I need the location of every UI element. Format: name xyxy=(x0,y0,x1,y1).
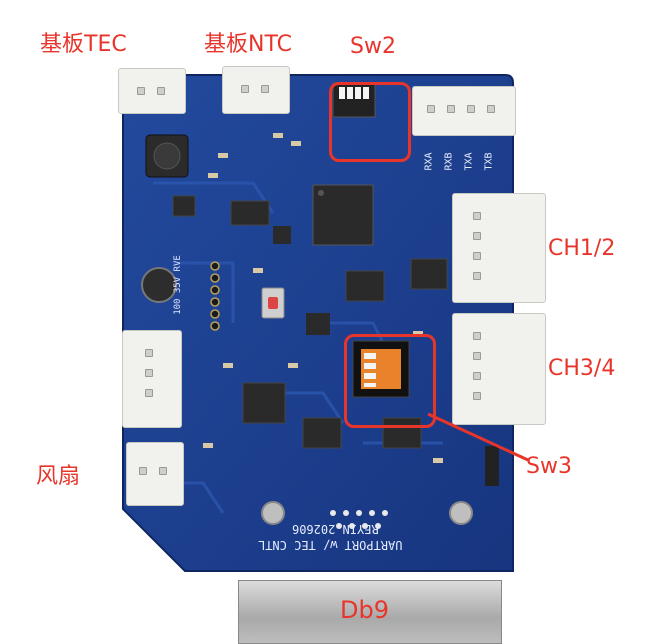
label-db9: Db9 xyxy=(340,596,389,624)
ch12-connector xyxy=(452,193,546,303)
label-fan: 风扇 xyxy=(36,464,81,489)
sw3-highlight-box xyxy=(344,334,436,428)
label-sw2: Sw2 xyxy=(350,34,396,59)
side-connector xyxy=(122,330,182,428)
db9-connector xyxy=(238,580,502,644)
label-substrate-tec: 基板TEC xyxy=(40,32,127,57)
pcb-board xyxy=(122,74,514,572)
label-sw3: Sw3 xyxy=(526,454,572,479)
sw2-highlight-box xyxy=(329,82,411,162)
tec-connector xyxy=(118,68,186,114)
fan-connector xyxy=(126,442,184,506)
ntc-connector xyxy=(222,66,290,114)
uart-connector-top xyxy=(412,86,516,136)
ch34-connector xyxy=(452,313,546,425)
label-ch12: CH1/2 xyxy=(548,236,616,261)
label-ch34: CH3/4 xyxy=(548,356,616,381)
label-substrate-ntc: 基板NTC xyxy=(204,32,292,57)
